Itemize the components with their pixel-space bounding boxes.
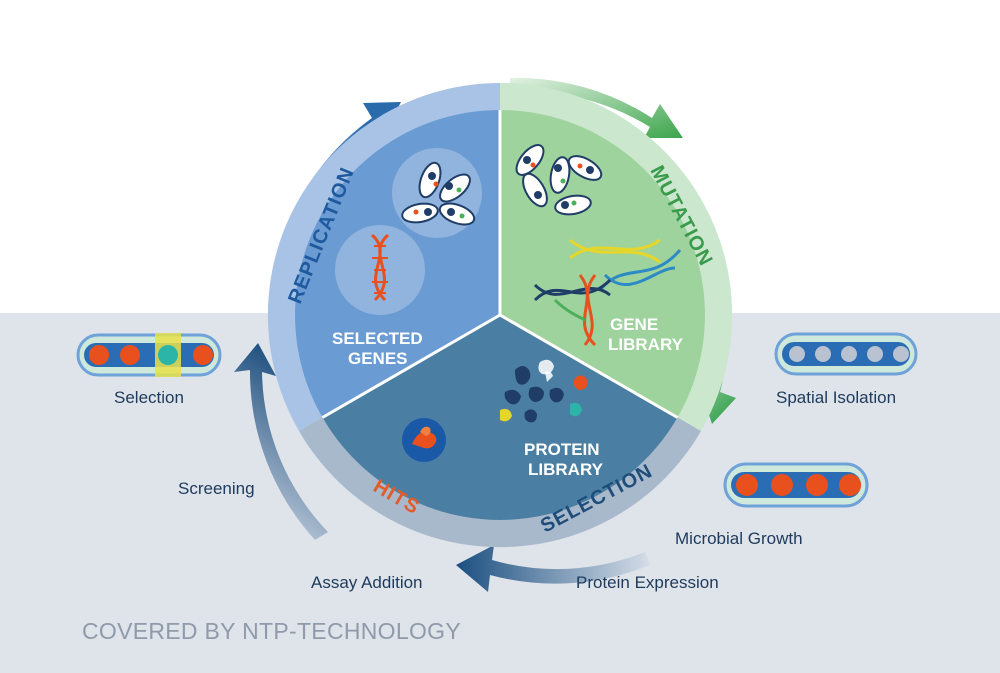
- step-spatial-isolation-label: Spatial Isolation: [776, 388, 897, 407]
- screening-arrow: [234, 343, 328, 540]
- sector-divider: [321, 313, 501, 419]
- step-assay-addition-label: Assay Addition: [311, 573, 423, 592]
- spatial-isolation-droplet-channel: [774, 332, 918, 376]
- selection-droplet-channel: [76, 333, 222, 377]
- selected-cells-icon: [392, 148, 482, 238]
- protein-library-label-line1: PROTEIN: [524, 440, 600, 459]
- step-microbial-growth-label: Microbial Growth: [675, 529, 803, 548]
- step-selection-label: Selection: [114, 388, 184, 407]
- protein-library-proteins-icon: [500, 359, 588, 423]
- gene-library-label-line1: GENE: [610, 315, 658, 334]
- selected-genes-label-line2: GENES: [348, 349, 408, 368]
- step-protein-expression-label: Protein Expression: [576, 573, 719, 592]
- footer-note: COVERED BY NTP-TECHNOLOGY: [82, 618, 461, 644]
- gene-library-dna-icon: [533, 238, 682, 347]
- gene-library-cells-icon: [515, 144, 603, 216]
- microbial-growth-droplet-channel: [723, 462, 869, 508]
- hit-protein-icon: [402, 418, 446, 462]
- step-screening-label: Screening: [178, 479, 255, 498]
- gene-library-label-line2: LIBRARY: [608, 335, 684, 354]
- protein-library-label-line2: LIBRARY: [528, 460, 604, 479]
- selected-dna-icon: [335, 225, 425, 315]
- sector-divider: [499, 313, 679, 419]
- selected-genes-label-line1: SELECTED: [332, 329, 423, 348]
- protein-expression-arrow: [456, 545, 650, 592]
